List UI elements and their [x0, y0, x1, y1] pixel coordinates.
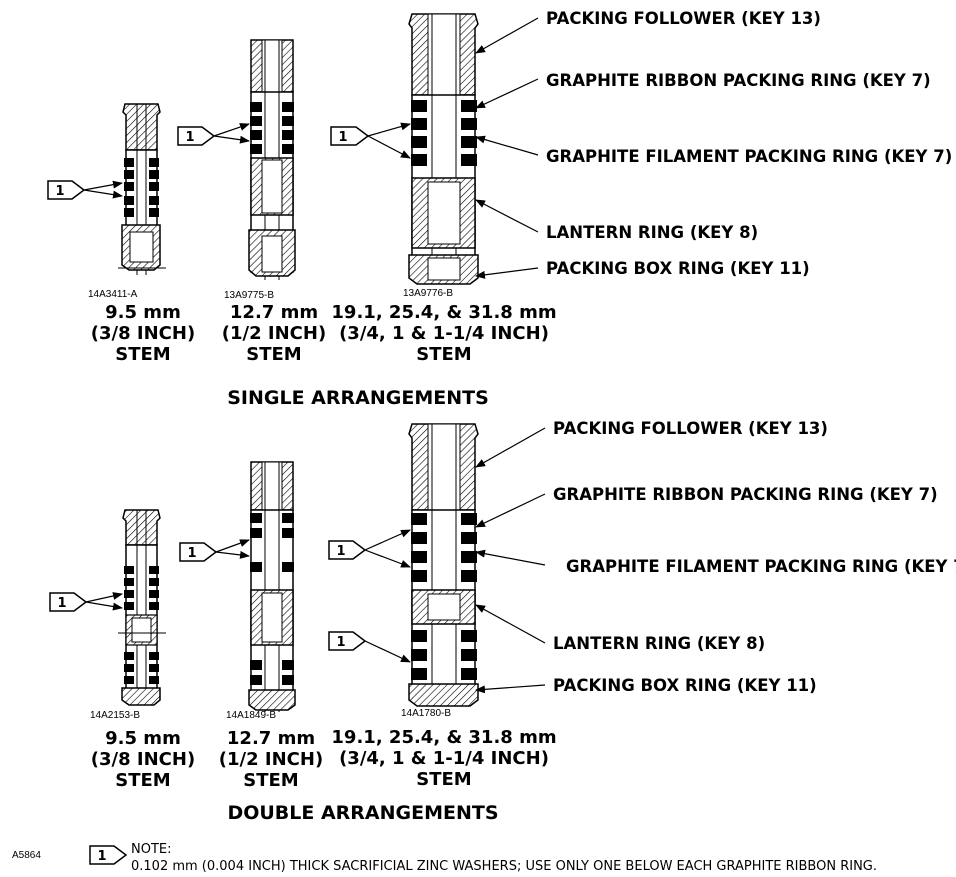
stem-size-inch: (1/2 INCH) [219, 749, 323, 770]
callout-graphite-ribbon-ring: GRAPHITE RIBBON PACKING RING (KEY 7) [553, 485, 938, 504]
stem-size-mm: 12.7 mm [230, 302, 318, 323]
callout-packing-follower: PACKING FOLLOWER (KEY 13) [546, 9, 821, 28]
packing-rings [124, 158, 159, 217]
note-title: NOTE: [131, 842, 172, 857]
stem-size-inch: (3/8 INCH) [91, 323, 195, 344]
figure-id: A5864 [12, 850, 41, 861]
callout-lantern-ring: LANTERN RING (KEY 8) [553, 634, 765, 653]
stem-size-mm: 9.5 mm [105, 302, 181, 323]
note-tag: 1 [179, 542, 218, 562]
stem-label: STEM [243, 770, 298, 791]
callout-packing-box-ring: PACKING BOX RING (KEY 11) [546, 259, 810, 278]
single-assembly-9-5mm [118, 103, 166, 275]
note-tag: 1 [330, 126, 370, 146]
stem-size-mm: 19.1, 25.4, & 31.8 mm [331, 727, 556, 748]
stem-label: STEM [416, 769, 471, 790]
stem-size-inch: (3/4, 1 & 1-1/4 INCH) [339, 748, 549, 769]
drawing-number: 13A9775-B [224, 290, 274, 301]
callout-graphite-ribbon-ring: GRAPHITE RIBBON PACKING RING (KEY 7) [546, 71, 931, 90]
drawing-number: 14A1849-B [226, 710, 276, 721]
svg-text:1: 1 [185, 130, 194, 145]
stem-label: STEM [115, 770, 170, 791]
stem-size-inch: (3/4, 1 & 1-1/4 INCH) [339, 323, 549, 344]
section-heading-single: SINGLE ARRANGEMENTS [227, 387, 489, 409]
stem-size-mm: 19.1, 25.4, & 31.8 mm [331, 302, 556, 323]
note-tag: 1 [328, 631, 367, 651]
note-tag: 1 [89, 845, 128, 865]
svg-text:1: 1 [97, 849, 106, 864]
svg-text:1: 1 [338, 130, 347, 145]
drawing-number: 14A1780-B [401, 708, 451, 719]
packing-rings [124, 566, 159, 684]
single-assembly-large [408, 13, 479, 285]
packing-rings [411, 100, 477, 166]
svg-text:1: 1 [55, 184, 64, 199]
note-tag: 1 [177, 126, 216, 146]
double-assembly-12-7mm [248, 461, 296, 712]
double-arrangements: 1 1 1 1 PACKING FOLLOWER (KEY 13) GRAPHI… [49, 419, 956, 824]
note-tag: 1 [47, 180, 86, 200]
note-tag: 1 [49, 592, 88, 612]
section-heading-double: DOUBLE ARRANGEMENTS [227, 802, 498, 824]
stem-size-mm: 12.7 mm [227, 728, 315, 749]
double-assembly-9-5mm [118, 509, 166, 706]
stem-size-inch: (3/8 INCH) [91, 749, 195, 770]
svg-text:1: 1 [187, 546, 196, 561]
svg-text:1: 1 [336, 635, 345, 650]
footnote: A5864 1 NOTE: 0.102 mm (0.004 INCH) THIC… [12, 842, 877, 874]
packing-rings [411, 513, 477, 680]
callout-graphite-filament-ring: GRAPHITE FILAMENT PACKING RING (KEY 7) [546, 147, 952, 166]
callout-packing-follower: PACKING FOLLOWER (KEY 13) [553, 419, 828, 438]
stem-label: STEM [115, 344, 170, 365]
note-text: 0.102 mm (0.004 INCH) THICK SACRIFICIAL … [131, 859, 877, 874]
single-arrangements: 1 1 1 PACKING FOLLOWER (KEY 13) GRAPHITE… [47, 9, 952, 409]
stem-size-inch: (1/2 INCH) [222, 323, 326, 344]
packing-rings [250, 513, 294, 685]
callout-packing-box-ring: PACKING BOX RING (KEY 11) [553, 676, 817, 695]
single-assembly-12-7mm [248, 39, 296, 280]
drawing-number: 13A9776-B [403, 288, 453, 299]
drawing-number: 14A2153-B [90, 710, 140, 721]
drawing-number: 14A3411-A [88, 289, 138, 300]
stem-label: STEM [416, 344, 471, 365]
stem-size-mm: 9.5 mm [105, 728, 181, 749]
svg-text:1: 1 [336, 544, 345, 559]
callout-graphite-filament-ring: GRAPHITE FILAMENT PACKING RING (KEY 7) [566, 557, 956, 576]
packing-rings [250, 102, 294, 154]
svg-text:1: 1 [57, 596, 66, 611]
note-tag: 1 [328, 540, 367, 560]
double-assembly-large [408, 423, 479, 707]
callout-lantern-ring: LANTERN RING (KEY 8) [546, 223, 758, 242]
stem-label: STEM [246, 344, 301, 365]
